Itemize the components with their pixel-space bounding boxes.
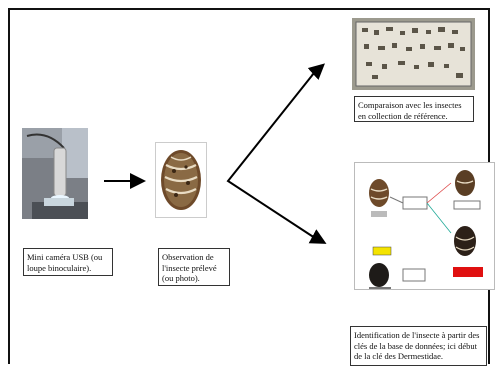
arrow-to-comparison (307, 63, 325, 80)
caption-camera: Mini caméra USB (ou loupe binoculaire). (23, 248, 113, 276)
arrow-branch (226, 67, 319, 241)
arrow-to-identification (308, 229, 327, 244)
usb-camera-photo (22, 128, 88, 219)
insect-photo (155, 142, 207, 218)
caption-observation: Observation de l'insecte prélevé (ou pho… (158, 248, 230, 286)
reference-collection-photo (352, 18, 475, 90)
caption-comparison: Comparaison avec les insectes en collect… (354, 96, 474, 122)
identification-key-image (354, 162, 495, 290)
caption-identification: Identification de l'insecte à partir des… (350, 326, 487, 366)
